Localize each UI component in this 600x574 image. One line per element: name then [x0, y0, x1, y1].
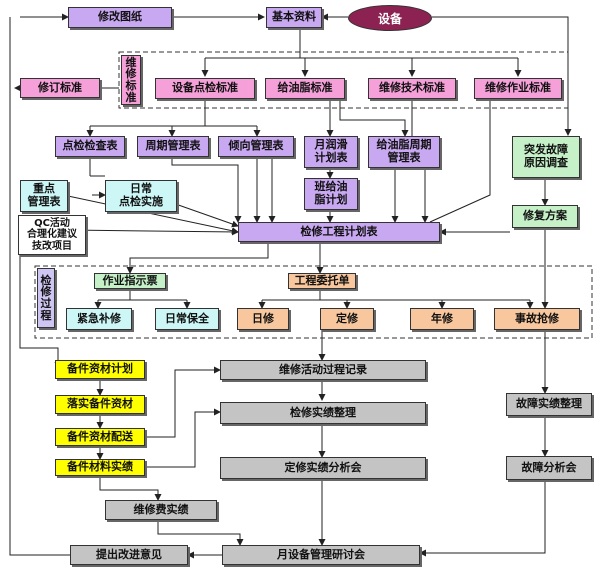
- maint-activity-record-box: 维修活动过程记录: [220, 360, 426, 380]
- trend-mgmt-box: 倾向管理表: [218, 136, 294, 157]
- periodic-mgmt-box: 周期管理表: [137, 136, 209, 157]
- inspection-checklist-box: 点检检查表: [55, 136, 125, 157]
- accident-repair-box: 事故抢修: [494, 308, 580, 330]
- maint-standard-label: 维 修 标 准: [121, 55, 141, 105]
- routine-maintenance-box: 日常保全: [155, 308, 219, 330]
- sudden-failure-investigation-box: 突发故障 原因调查: [512, 136, 580, 178]
- maint-process-label: 检 修 过 程: [37, 268, 55, 328]
- emergency-repair-box: 紧急补修: [66, 308, 132, 330]
- improvement-suggestion-box: 提出改进意见: [70, 545, 188, 565]
- maint-process-group-frame: [34, 265, 593, 339]
- scheduled-repair-box: 定修: [320, 308, 374, 330]
- spare-parts-plan-box: 备件资材计划: [55, 360, 145, 379]
- work-instruction-box: 作业指示票: [94, 273, 166, 289]
- project-commission-box: 工程委托单: [288, 273, 356, 289]
- maint-project-plan-box: 检修工程计划表: [238, 222, 440, 242]
- modify-drawings-box: 修改图纸: [68, 7, 172, 28]
- maint-tech-standard-box: 维修技术标准: [368, 78, 456, 99]
- annual-repair-box: 年修: [410, 308, 474, 330]
- lube-cycle-mgmt-box: 给油脂周期 管理表: [368, 136, 440, 168]
- spare-parts-delivery-box: 备件资材配送: [55, 428, 145, 446]
- daily-inspection-box: 日常 点检实施: [105, 180, 177, 212]
- failure-analysis-meeting-box: 故障分析会: [506, 456, 592, 480]
- implement-spare-parts-box: 落实备件资材: [55, 395, 145, 414]
- maint-work-standard-box: 维修作业标准: [474, 78, 562, 99]
- repair-plan-box: 修复方案: [512, 205, 578, 228]
- basic-data-box: 基本资料: [266, 7, 322, 28]
- maint-result-organize-box: 检修实绩整理: [220, 402, 426, 424]
- qc-activity-box: QC活动 合理化建议 技改项目: [18, 215, 86, 255]
- spare-parts-actual-box: 备件材料实绩: [55, 459, 145, 476]
- equipment-ellipse: 设备: [348, 5, 432, 31]
- daily-repair-box: 日修: [237, 308, 289, 330]
- revise-standard-box: 修订标准: [20, 78, 100, 98]
- failure-result-organize-box: 故障实绩整理: [506, 393, 592, 416]
- lubrication-standard-box: 给油脂标准: [265, 78, 345, 99]
- shift-lube-plan-box: 班给油 脂计划: [304, 178, 358, 210]
- maint-cost-actual-box: 维修费实绩: [105, 500, 217, 520]
- key-mgmt-box: 重点 管理表: [20, 180, 68, 212]
- monthly-equipment-meeting-box: 月设备管理研讨会: [222, 545, 420, 565]
- monthly-lube-plan-box: 月润滑 计划表: [304, 136, 358, 168]
- scheduled-repair-analysis-box: 定修实绩分析会: [220, 457, 426, 479]
- inspection-standard-box: 设备点检标准: [155, 78, 255, 99]
